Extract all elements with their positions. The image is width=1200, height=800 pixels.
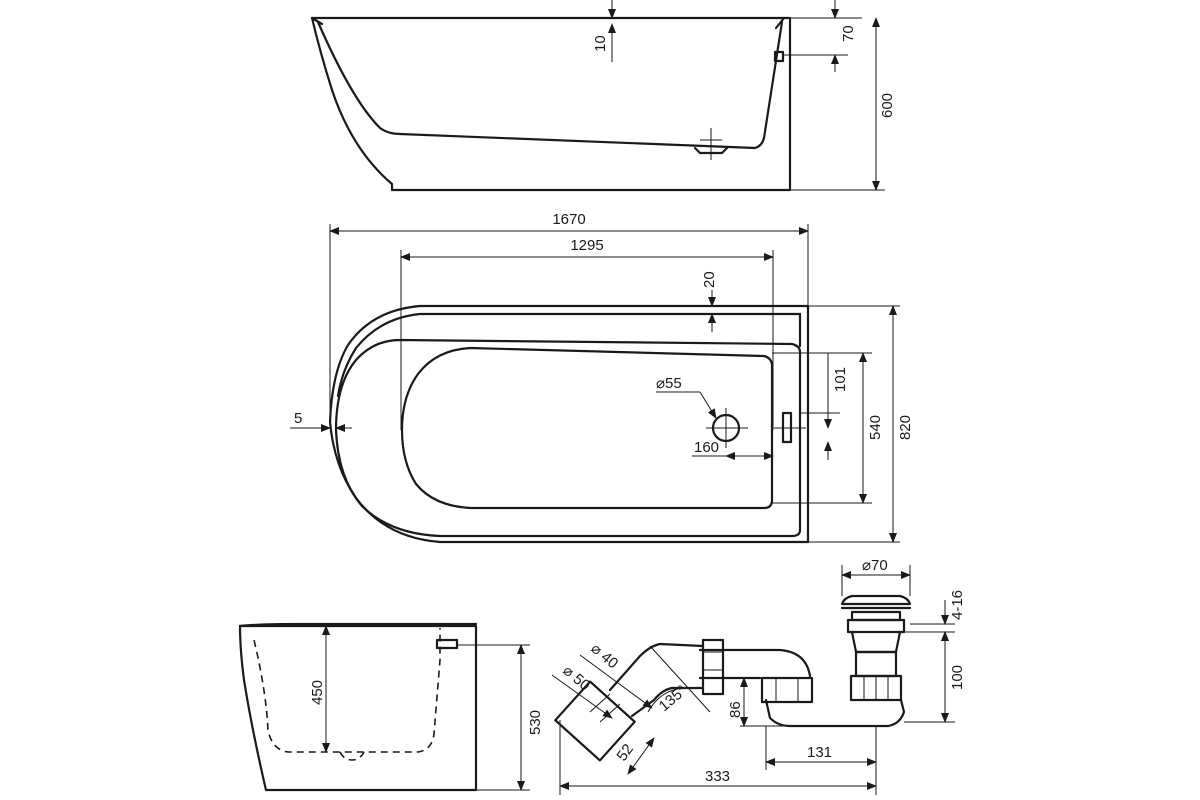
dim-height-600: 600 xyxy=(879,93,896,118)
dim-rim-10: 10 xyxy=(592,35,609,52)
dim-inner-1295: 1295 xyxy=(570,237,603,254)
dim-depth-450: 450 xyxy=(309,680,326,705)
dim-drain-160: 160 xyxy=(694,439,719,456)
dim-cap-diameter-70: ⌀70 xyxy=(862,557,888,574)
dim-pipe-diameter-40: ⌀ 40 xyxy=(587,640,621,672)
dim-length-333: 333 xyxy=(705,768,730,785)
dim-height-100: 100 xyxy=(949,665,966,690)
dim-overflow-70: 70 xyxy=(840,25,857,42)
dim-width-820: 820 xyxy=(897,415,914,440)
end-view: 450 530 xyxy=(238,622,544,792)
dim-inner-540: 540 xyxy=(867,415,884,440)
dim-edge-5: 5 xyxy=(294,410,302,427)
dim-rim-20: 20 xyxy=(701,271,718,288)
dim-pipe-diameter-50: ⌀ 50 xyxy=(559,662,593,694)
plan-view: 1670 1295 20 ⌀55 160 5 101 540 xyxy=(290,211,914,544)
dim-height-86: 86 xyxy=(727,701,744,718)
dim-length-1670: 1670 xyxy=(552,211,585,228)
side-elevation-view: 10 70 600 xyxy=(310,0,896,192)
dim-length-52: 52 xyxy=(613,741,637,764)
drain-assembly: ⌀70 4-16 100 86 131 333 ⌀ 40 ⌀ 50 135° xyxy=(551,557,966,795)
dim-drain-diameter: ⌀55 xyxy=(656,375,682,392)
dim-height-530: 530 xyxy=(527,710,544,735)
dim-overflow-101: 101 xyxy=(832,367,849,392)
dim-length-131: 131 xyxy=(807,744,832,761)
dim-plug-4-16: 4-16 xyxy=(949,590,966,620)
